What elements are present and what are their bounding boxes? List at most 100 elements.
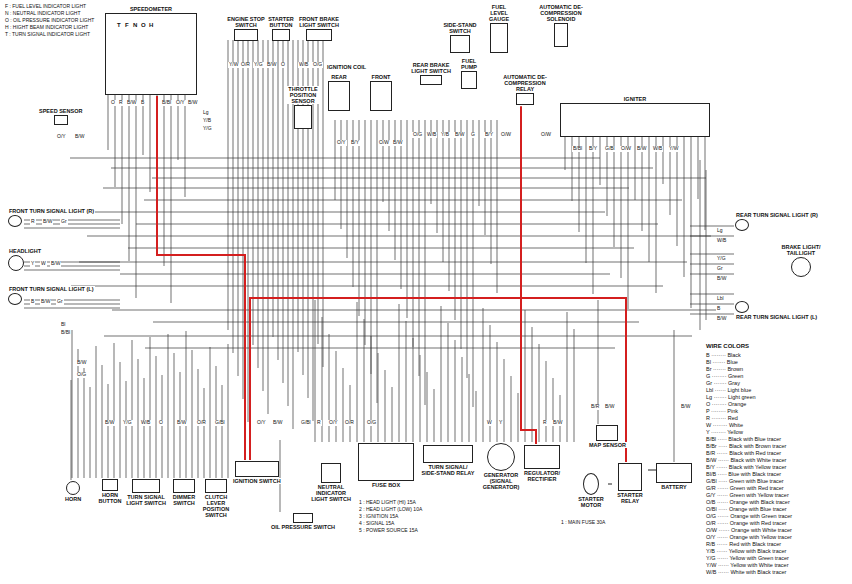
wire bbox=[359, 120, 360, 316]
component-label: OIL PRESSURE SWITCH bbox=[270, 524, 336, 530]
wire bbox=[24, 270, 120, 271]
wire bbox=[649, 137, 650, 262]
switch-block: DIMMER SWITCH bbox=[168, 478, 200, 506]
wire bbox=[228, 344, 229, 478]
wire-color-key: G/R ······ Green with Red tracer bbox=[705, 485, 785, 491]
wire bbox=[24, 266, 120, 267]
wire bbox=[357, 302, 358, 442]
lamp: BRAKE LIGHT/ TAILLIGHT bbox=[772, 244, 830, 278]
lamp-symbol bbox=[8, 215, 22, 227]
relay: AUTOMATIC DE-COMPRESSION RELAY bbox=[496, 74, 554, 106]
wire bbox=[156, 356, 157, 478]
gauge-symbol bbox=[490, 23, 508, 53]
wire bbox=[413, 338, 414, 442]
component-label: CLUTCH LEVER POSITION SWITCH bbox=[200, 494, 232, 518]
switch-block-symbol bbox=[132, 479, 160, 493]
wire-code: B/W bbox=[176, 420, 187, 426]
switch-block: HORN BUTTON bbox=[96, 478, 124, 504]
switch-block: SIDE-STAND SWITCH bbox=[440, 22, 480, 54]
wire bbox=[263, 40, 264, 391]
ignition-coil: FRONT bbox=[370, 74, 392, 112]
wire-code: O/Y bbox=[56, 134, 67, 140]
wire-code: B/Y bbox=[588, 146, 598, 152]
wire-code: B/W bbox=[187, 100, 198, 106]
fuel-pump: FUEL PUMP bbox=[456, 58, 482, 90]
wire-code: B/Y bbox=[484, 132, 494, 138]
wire-code: B/W bbox=[552, 420, 563, 426]
wire bbox=[233, 40, 234, 353]
wire bbox=[322, 317, 323, 442]
switch-block: REAR BRAKE LIGHT SWITCH bbox=[410, 62, 452, 86]
component-label: REAR TURN SIGNAL LIGHT (L) bbox=[735, 314, 818, 320]
wire bbox=[152, 178, 706, 179]
wire bbox=[614, 137, 615, 247]
wire-code: G/Bl bbox=[300, 420, 312, 426]
wire bbox=[461, 120, 462, 349]
switch-block-symbol bbox=[321, 463, 341, 483]
wire bbox=[145, 348, 615, 349]
wire bbox=[483, 308, 484, 442]
wire-code: B/Bl bbox=[161, 100, 172, 106]
component-label: STARTER RELAY bbox=[612, 492, 648, 504]
wire-code: W/B bbox=[426, 132, 437, 138]
wire bbox=[122, 95, 123, 224]
wire-color-key: G/Y ······ Green with Yellow tracer bbox=[705, 492, 790, 498]
wire bbox=[120, 362, 121, 478]
switch-block-symbol bbox=[234, 29, 258, 41]
component-label: FUEL LEVEL GAUGE bbox=[482, 4, 516, 22]
wire-code: B/W bbox=[50, 261, 61, 267]
wire-code: B/Bl bbox=[572, 146, 583, 152]
wire bbox=[690, 294, 734, 295]
wire bbox=[420, 355, 421, 442]
wire-code: Lg bbox=[202, 110, 210, 116]
wire-code: B/W bbox=[454, 132, 465, 138]
wire bbox=[268, 40, 269, 414]
fuse-box: FUSE BOX bbox=[358, 442, 414, 488]
igniter-unit-symbol bbox=[560, 103, 710, 137]
lamp-symbol bbox=[8, 255, 24, 271]
wire bbox=[210, 347, 211, 478]
wire bbox=[108, 384, 109, 478]
indicator-key: T : TURN SIGNAL INDICATOR LIGHT bbox=[4, 32, 91, 38]
wire bbox=[690, 304, 734, 305]
wire bbox=[476, 391, 477, 442]
wire bbox=[162, 375, 163, 478]
component-label: FRONT TURN SIGNAL LIGHT (L) bbox=[8, 286, 95, 292]
wire bbox=[553, 378, 554, 442]
coil-group: IGNITION COILREARFRONT bbox=[326, 64, 408, 116]
switch-block-symbol bbox=[102, 479, 118, 491]
wire bbox=[24, 300, 120, 301]
wire-code: B/W bbox=[392, 140, 403, 146]
wire-code: B/Bl bbox=[60, 330, 71, 336]
wire bbox=[698, 137, 699, 199]
wire bbox=[392, 387, 393, 442]
wire-color-key: O/R ······ Orange with Red tracer bbox=[705, 520, 788, 526]
wire-code: B bbox=[30, 299, 35, 305]
wire bbox=[111, 168, 653, 169]
wire-code: O/W bbox=[540, 132, 552, 138]
wire bbox=[511, 376, 512, 442]
switch-block: OIL PRESSURE SWITCH bbox=[270, 512, 336, 530]
component-label: FRONT TURN SIGNAL LIGHT (R) bbox=[8, 208, 95, 214]
wire bbox=[469, 374, 470, 442]
wire bbox=[706, 170, 707, 320]
wire bbox=[690, 264, 734, 265]
wire bbox=[497, 342, 498, 442]
sensor-block-symbol bbox=[294, 105, 312, 129]
wire-color-key: Bl/B ····· Blue with Black tracer bbox=[705, 471, 782, 477]
wire-code: B/W bbox=[604, 404, 615, 410]
wire bbox=[455, 340, 456, 442]
wire bbox=[280, 440, 281, 512]
lamp: HEADLIGHT bbox=[8, 248, 42, 272]
wire-code: B/W bbox=[716, 316, 727, 322]
wire bbox=[364, 319, 365, 442]
wire bbox=[690, 274, 734, 275]
speedometer: SPEEDOMETER bbox=[105, 6, 197, 96]
wire-code: O/Y bbox=[256, 420, 267, 426]
horn: HORN bbox=[64, 480, 82, 502]
ignition-coil: REAR bbox=[328, 74, 350, 112]
wire bbox=[532, 327, 533, 442]
wire bbox=[441, 306, 442, 442]
wire bbox=[24, 308, 120, 309]
wire-code: R bbox=[30, 219, 36, 225]
